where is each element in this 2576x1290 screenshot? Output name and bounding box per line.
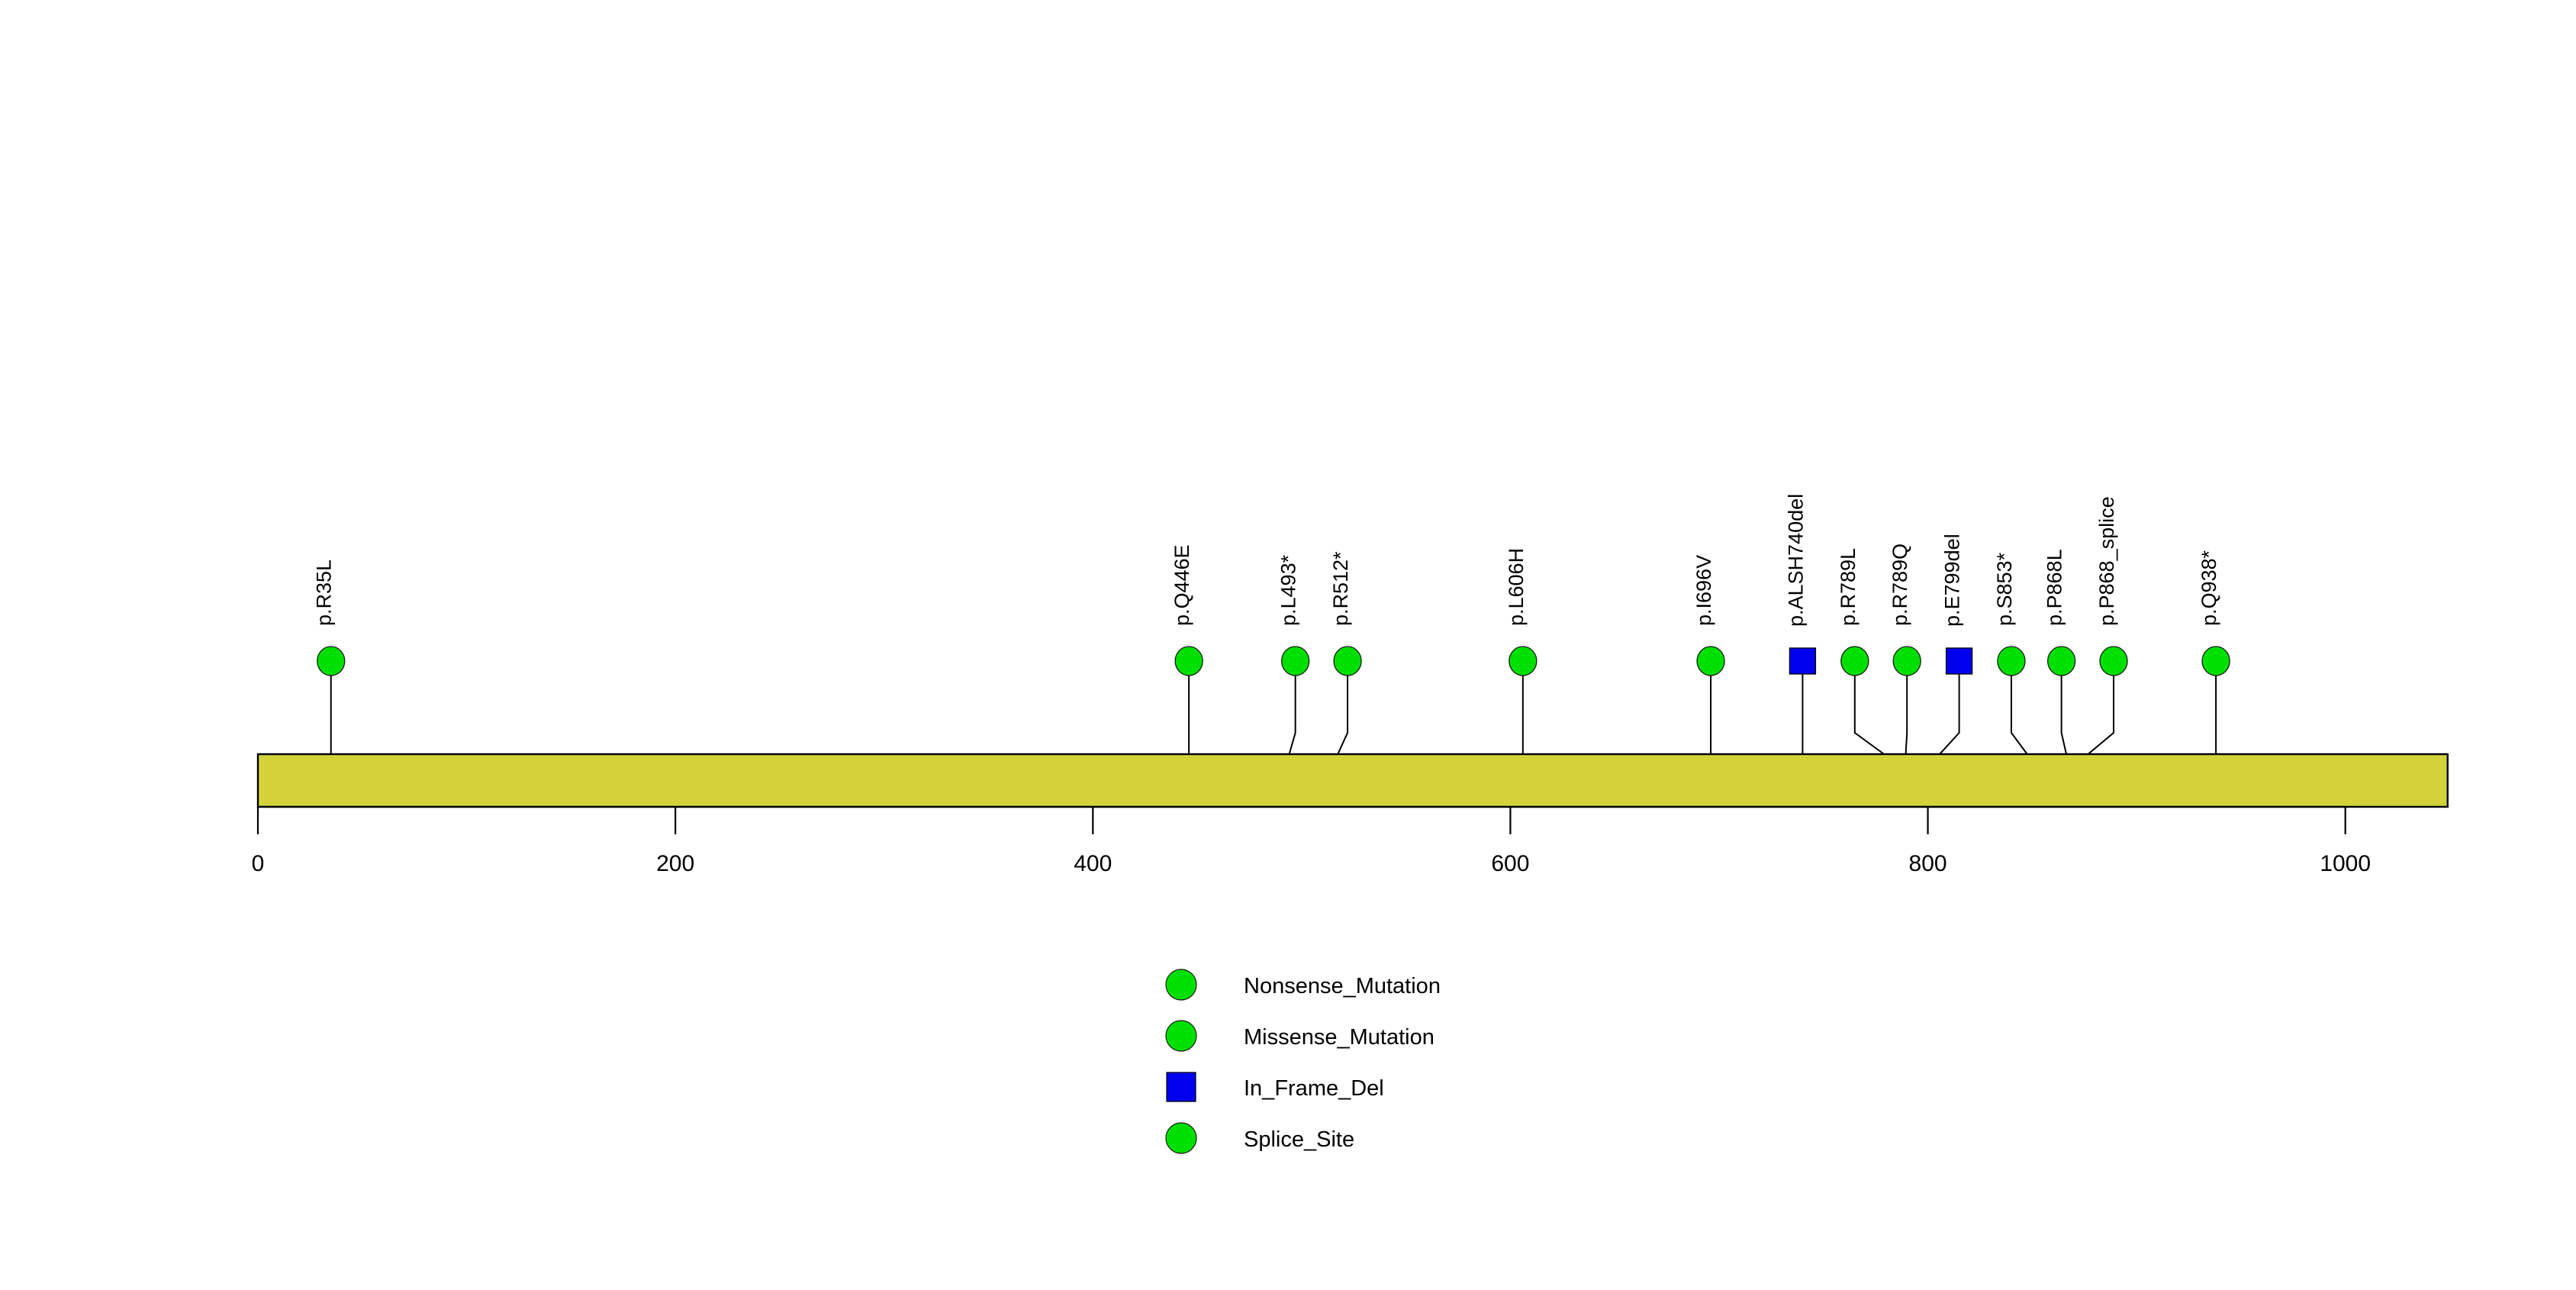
mutation-label-p.ALSH740del: p.ALSH740del — [1784, 494, 1807, 627]
mutation-marker-circle-p.Q446E[interactable] — [1174, 646, 1203, 676]
legend-layer: Nonsense_MutationMissense_MutationIn_Fra… — [1165, 969, 1441, 1154]
mutation-label-p.P868_splice: p.P868_splice — [2095, 496, 2118, 626]
mutation-label-p.L493*: p.L493* — [1277, 554, 1300, 626]
x-axis-tick-label-1000: 1000 — [2320, 851, 2371, 876]
legend-label-Splice_Site: Splice_Site — [1244, 1127, 1354, 1152]
mutation-marker-circle-p.R35L[interactable] — [317, 646, 346, 676]
mutation-label-p.L606H: p.L606H — [1505, 548, 1528, 626]
mutation-label-p.R789Q: p.R789Q — [1889, 543, 1911, 626]
protein-backbone-bar — [256, 753, 2449, 808]
legend-label-In_Frame_Del: In_Frame_Del — [1244, 1076, 1384, 1101]
mutation-marker-square-p.E799del[interactable] — [1945, 647, 1973, 675]
x-axis-tick-label-0: 0 — [252, 851, 265, 876]
mutation-marker-circle-p.S853*[interactable] — [1997, 646, 2026, 676]
mutation-labels-layer: p.R35L p.Q446E p.L493* p.R512* p.L606H p.I696… — [313, 494, 2220, 627]
legend-swatch-In_Frame_Del — [1166, 1072, 1196, 1102]
mutation-marker-circle-p.R512*[interactable] — [1333, 646, 1362, 676]
x-axis-tick-label-600: 600 — [1491, 851, 1529, 876]
x-axis-tick-label-400: 400 — [1074, 851, 1112, 876]
mutation-markers-layer — [317, 646, 2230, 676]
legend-label-Missense_Mutation: Missense_Mutation — [1244, 1025, 1435, 1050]
mutation-marker-circle-p.P868_splice[interactable] — [2099, 646, 2128, 676]
legend-swatch-Missense_Mutation — [1165, 1020, 1197, 1052]
mutation-label-p.R512*: p.R512* — [1329, 551, 1352, 626]
mutation-marker-square-p.ALSH740del[interactable] — [1789, 647, 1817, 675]
mutation-label-p.Q446E: p.Q446E — [1170, 544, 1193, 626]
mutation-label-p.P868L: p.P868L — [2043, 549, 2066, 626]
x-axis-tick-label-200: 200 — [656, 851, 694, 876]
mutation-marker-circle-p.L493*[interactable] — [1280, 646, 1310, 676]
protein-bar-layer — [256, 753, 2449, 808]
axis-layer: 0 200 400 600 800 1000 — [252, 805, 2371, 876]
legend-swatch-Nonsense_Mutation — [1165, 969, 1197, 1001]
mutation-label-p.E799del: p.E799del — [1941, 534, 1964, 627]
legend-label-Nonsense_Mutation: Nonsense_Mutation — [1244, 974, 1441, 998]
mutation-label-p.R789L: p.R789L — [1837, 548, 1860, 626]
mutation-label-p.R35L: p.R35L — [313, 560, 336, 626]
mutation-marker-circle-p.R789Q[interactable] — [1892, 646, 1921, 676]
x-axis-tick-label-800: 800 — [1909, 851, 1947, 876]
mutation-marker-circle-p.I696V[interactable] — [1696, 646, 1725, 676]
mutation-label-p.Q938*: p.Q938* — [2198, 550, 2220, 626]
legend-swatch-Splice_Site — [1165, 1122, 1197, 1154]
mutation-label-p.I696V: p.I696V — [1692, 555, 1715, 626]
mutation-marker-circle-p.P868L[interactable] — [2046, 646, 2076, 676]
mutation-marker-circle-p.R789L[interactable] — [1840, 646, 1869, 676]
mutation-marker-circle-p.Q938*[interactable] — [2201, 646, 2230, 676]
mutation-label-p.S853*: p.S853* — [1993, 552, 2016, 626]
mutation-marker-circle-p.L606H[interactable] — [1509, 646, 1538, 676]
